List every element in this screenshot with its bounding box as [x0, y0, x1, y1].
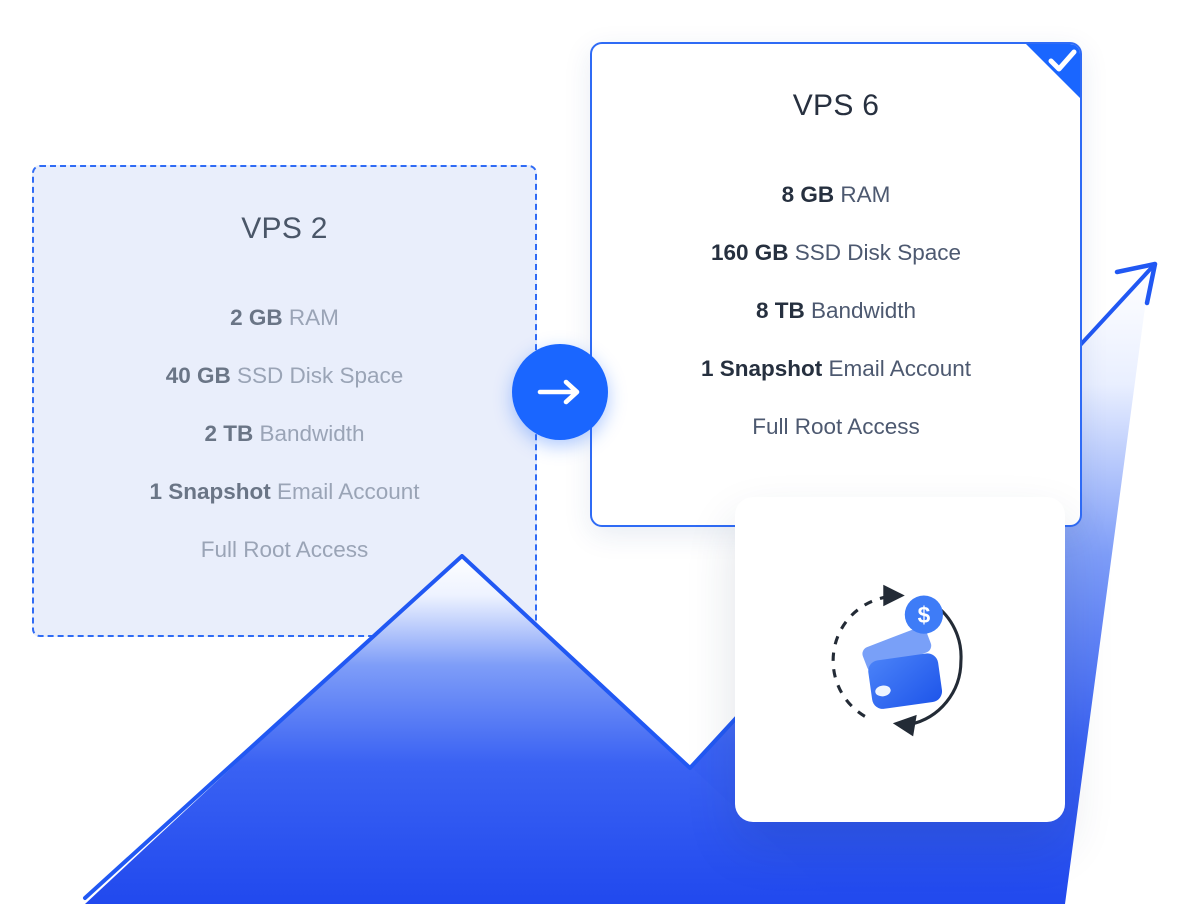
- spec-line: 8 GB RAM: [592, 166, 1080, 224]
- plan-title-upgrade: VPS 6: [792, 89, 880, 122]
- growth-arrowhead-icon: [1114, 261, 1158, 306]
- selected-badge: [1026, 44, 1080, 98]
- spec-label: SSD Disk Space: [236, 363, 404, 388]
- spec-line: 2 GB RAM: [34, 289, 535, 347]
- check-icon: [1048, 49, 1077, 72]
- money-back-card: $: [735, 497, 1065, 822]
- wallet-body: [868, 652, 943, 709]
- plan-card-upgrade[interactable]: VPS 6 8 GB RAM 160 GB SSD Disk Space 8 T…: [590, 42, 1082, 527]
- spec-line: 2 TB Bandwidth: [34, 405, 535, 463]
- spec-value: 2 GB: [230, 305, 283, 330]
- spec-list-current: 2 GB RAM 40 GB SSD Disk Space 2 TB Bandw…: [34, 289, 535, 579]
- spec-label: RAM: [288, 305, 339, 330]
- spec-value: 1 Snapshot: [149, 479, 271, 504]
- spec-line: 160 GB SSD Disk Space: [592, 224, 1080, 282]
- spec-line: Full Root Access: [34, 521, 535, 579]
- spec-line: 1 Snapshot Email Account: [34, 463, 535, 521]
- spec-line: Full Root Access: [592, 398, 1080, 456]
- spec-value: 2 TB: [204, 421, 254, 446]
- spec-value: 8 GB: [781, 182, 835, 207]
- spec-line: 1 Snapshot Email Account: [592, 340, 1080, 398]
- spec-label: Bandwidth: [810, 298, 917, 323]
- spec-label: Email Account: [828, 356, 972, 381]
- spec-label: Bandwidth: [259, 421, 365, 446]
- wallet-group: [862, 626, 943, 709]
- spec-line: 8 TB Bandwidth: [592, 282, 1080, 340]
- spec-label: Email Account: [276, 479, 420, 504]
- spec-value: 40 GB: [165, 363, 231, 388]
- arrow-right-icon: [537, 379, 580, 405]
- plan-card-current[interactable]: VPS 2 2 GB RAM 40 GB SSD Disk Space 2 TB…: [32, 165, 537, 637]
- money-back-wallet-icon: $: [831, 584, 963, 736]
- spec-value: 8 TB: [755, 298, 805, 323]
- spec-label: Full Root Access: [200, 537, 369, 562]
- spec-label: SSD Disk Space: [794, 240, 962, 265]
- arc-arrowhead-top: [883, 584, 905, 606]
- arc-arrowhead-bottom: [892, 714, 917, 736]
- upgrade-arrow-button[interactable]: [512, 344, 608, 440]
- spec-label: Full Root Access: [752, 414, 920, 439]
- spec-list-upgrade: 8 GB RAM 160 GB SSD Disk Space 8 TB Band…: [592, 166, 1080, 456]
- plan-title-current: VPS 2: [241, 212, 328, 245]
- spec-value: 160 GB: [710, 240, 789, 265]
- spec-value: 1 Snapshot: [700, 356, 823, 381]
- spec-label: RAM: [840, 182, 891, 207]
- coin-dollar-symbol: $: [918, 601, 931, 627]
- spec-line: 40 GB SSD Disk Space: [34, 347, 535, 405]
